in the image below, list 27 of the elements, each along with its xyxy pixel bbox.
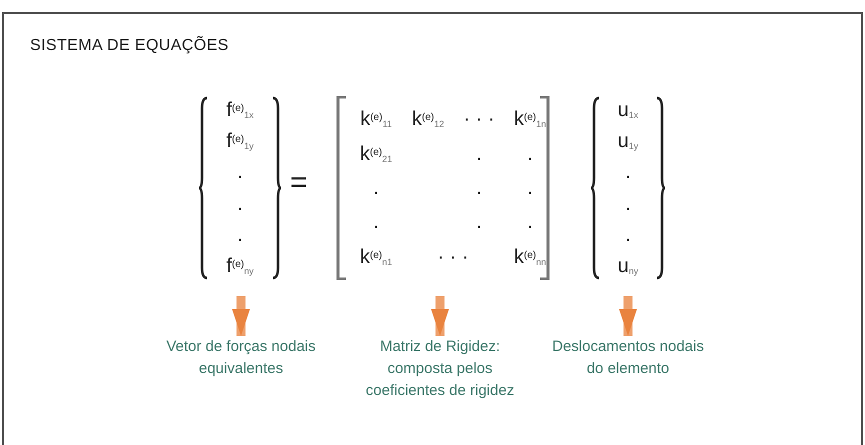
equals-sign: = — [290, 168, 308, 198]
arrow — [431, 296, 449, 336]
arrow — [619, 296, 637, 336]
matrix-entry: . — [476, 212, 482, 232]
matrix-entry: · · · — [437, 246, 469, 267]
matrix-entry: . — [476, 178, 482, 198]
vector-entry: . — [625, 194, 631, 214]
vector-entry: . — [625, 162, 631, 182]
matrix-entry: . — [476, 144, 482, 164]
vector-entry: u$_{1y}$ — [618, 131, 638, 152]
vector-entry: . — [625, 224, 631, 245]
matrix-entry: . — [527, 212, 533, 232]
vector-entry: . — [237, 162, 243, 182]
vector-entry: u$_{ny}$ — [618, 256, 638, 276]
arrow — [232, 296, 250, 336]
vector-entry: . — [237, 194, 243, 214]
matrix-entry: · · · — [463, 109, 495, 130]
vector-entry: u$_{1x}$ — [618, 100, 638, 120]
caption-text: Deslocamentos nodais do elemento — [552, 337, 704, 379]
matrix-entry: . — [373, 178, 379, 198]
vector-entry: . — [237, 224, 243, 245]
matrix-entry: . — [527, 144, 533, 164]
caption-text: Vetor de forças nodais equivalentes — [165, 337, 317, 379]
title: SISTEMA DE EQUAÇÕES — [30, 35, 229, 56]
matrix-entry: . — [527, 178, 533, 198]
caption-text: Matriz de Rigidez: composta pelos coeficientes de rigidez — [364, 337, 516, 401]
matrix-entry: . — [373, 212, 379, 232]
